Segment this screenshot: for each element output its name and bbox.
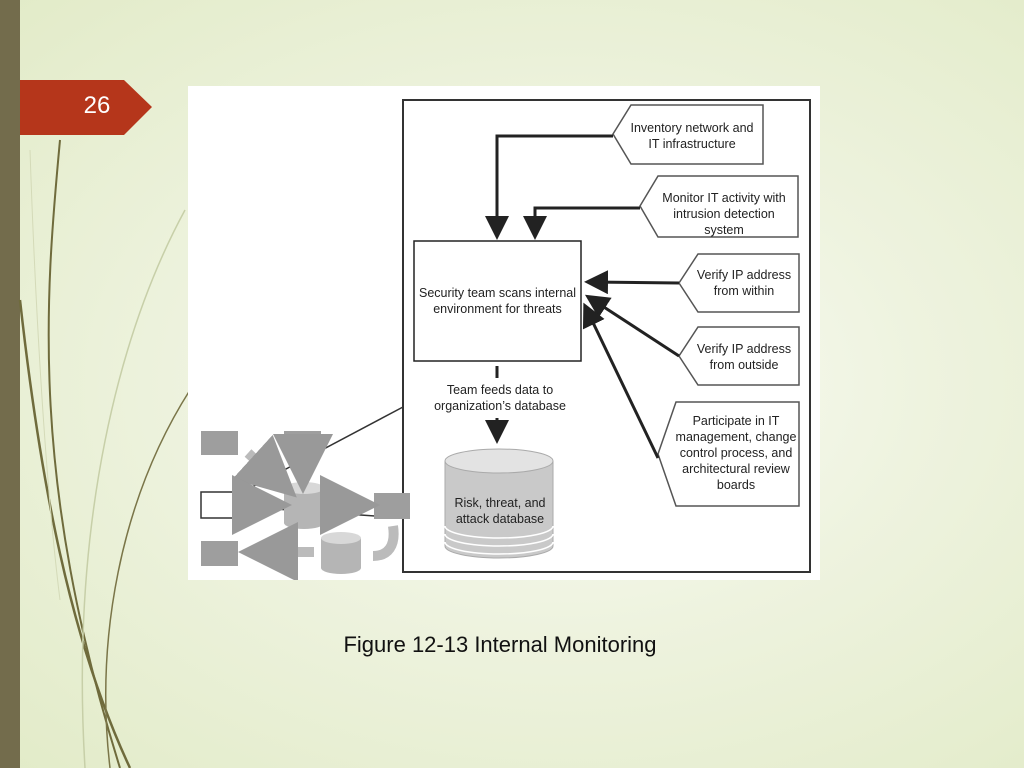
arrow-from-ip-outside [584, 294, 680, 358]
page-number-tab [20, 80, 152, 135]
internal-monitoring-diagram [200, 99, 811, 580]
arrow-from-it-management [582, 302, 660, 459]
input-inventory-label: Inventory network and IT infrastructure [630, 121, 754, 151]
center-box-label: Security team scans internal environment… [418, 286, 576, 316]
arrow-from-ip-within [584, 270, 680, 295]
figure-caption: Figure 12-13 Internal Monitoring [343, 632, 657, 657]
decorative-curves [18, 139, 191, 768]
database-label: Risk, threat, and attack database [454, 496, 546, 526]
input-it-management-label: Participate in IT management, change con… [675, 414, 797, 492]
left-accent-bar [0, 0, 20, 768]
input-shape-5 [657, 401, 800, 507]
input-ip-within-label: Verify IP address from within [696, 268, 792, 298]
outer-frame [402, 99, 811, 573]
input-shape-2 [639, 175, 799, 238]
arrow-from-inventory [485, 134, 613, 240]
page-number: 26 [83, 92, 111, 119]
feed-label: Team feeds data to organization’s databa… [434, 383, 566, 413]
input-ip-outside-label: Verify IP address from outside [696, 342, 792, 372]
input-ids-label: Monitor IT activity with intrusion detec… [662, 191, 786, 237]
arrow-from-ids [523, 206, 640, 240]
mini-process-diagram [200, 431, 410, 580]
center-box [413, 240, 582, 362]
database-cylinder [444, 448, 554, 559]
input-shape-4 [678, 326, 800, 386]
input-shape-1 [612, 104, 764, 165]
input-shape-3 [678, 253, 800, 313]
